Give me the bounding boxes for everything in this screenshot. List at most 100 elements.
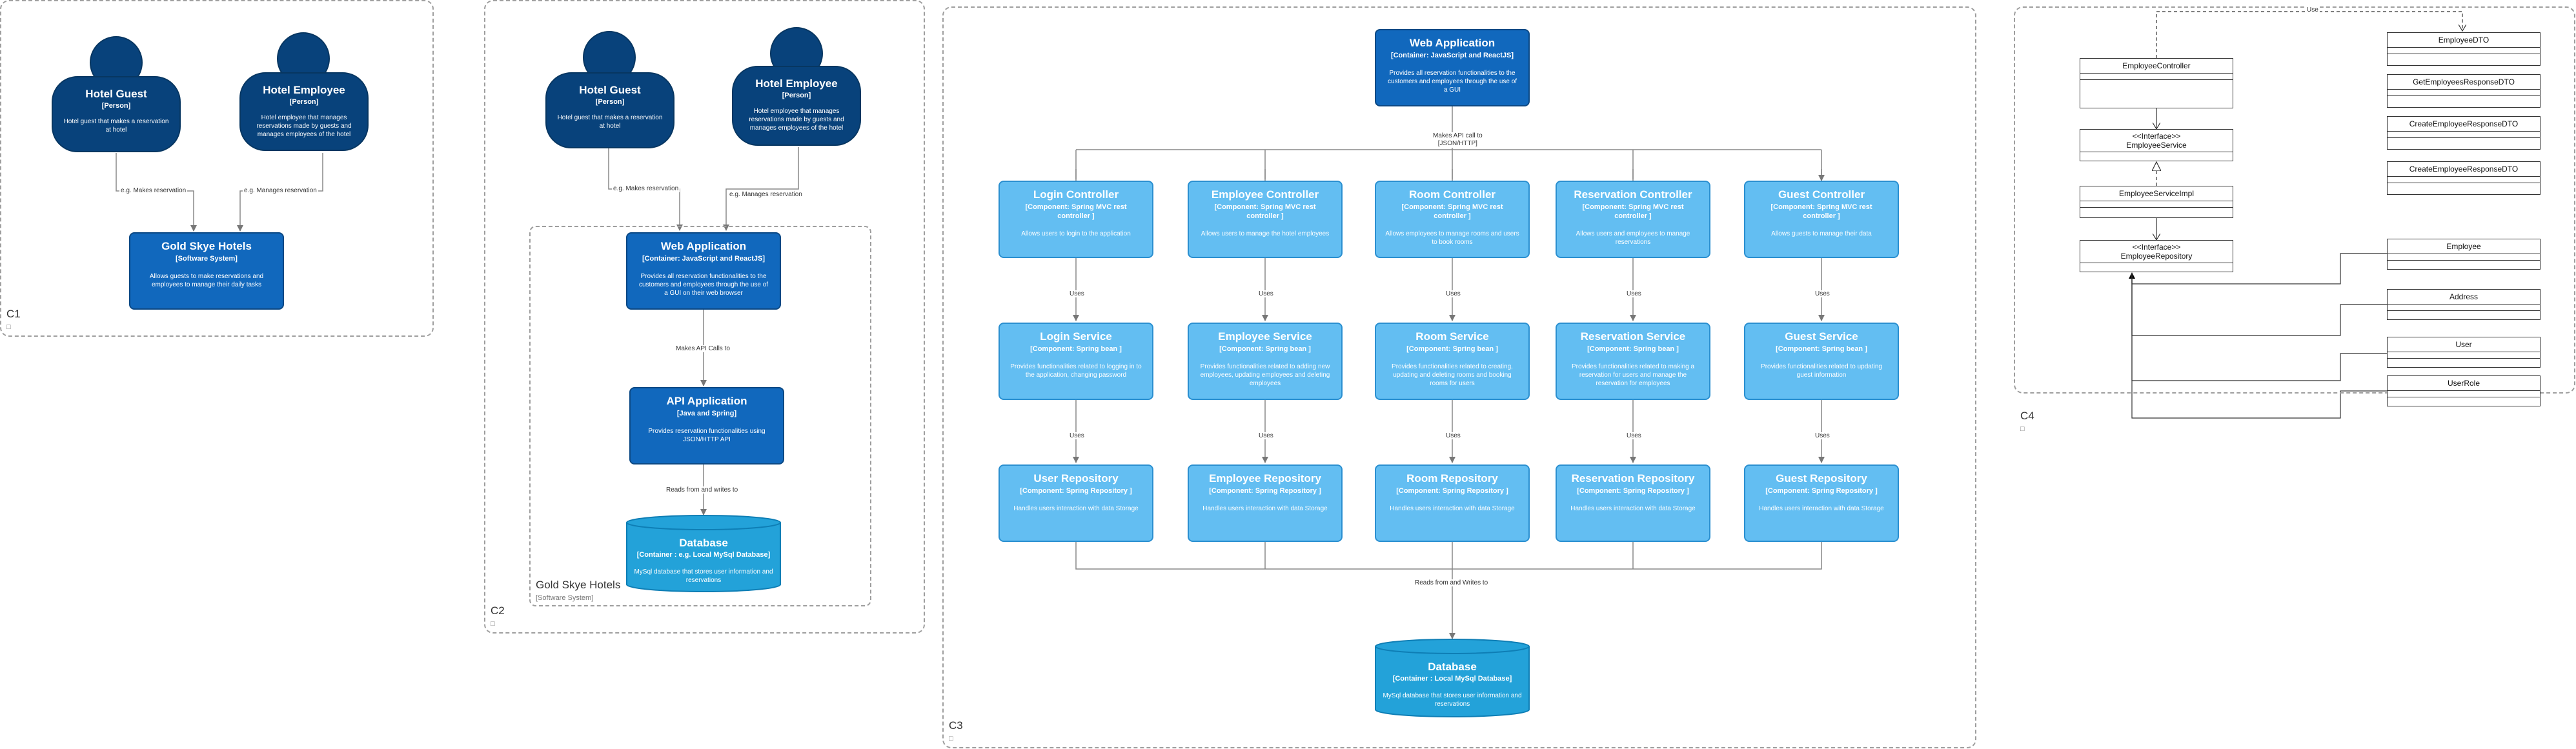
c3-db-desc: MySql database that stores user informat… [1383, 692, 1522, 708]
c3-repo-0[interactable]: User Repository[Component: Spring Reposi… [999, 464, 1153, 542]
c2-edge-web-api-label: Makes API Calls to [674, 345, 731, 352]
c4-dto-class[interactable]: GetEmployeesResponseDTO [2387, 74, 2541, 108]
c3-uses-label: Uses [1068, 290, 1086, 297]
c4-impl-name: EmployeeServiceImpl [2080, 186, 2233, 201]
c2-database-cylinder [626, 515, 781, 592]
c4-entity-class[interactable]: Address [2387, 289, 2541, 320]
c2-webapp-type: [Container: JavaScript and ReactJS] [642, 255, 766, 263]
c3-service-name: Guest Service [1785, 330, 1858, 343]
c4-employee-controller[interactable]: EmployeeController [2080, 58, 2233, 108]
c2-db-name: Database [679, 537, 728, 549]
c3-service-type: [Component: Spring bean ] [1406, 345, 1498, 353]
c2-edge-employee-label: e.g. Manages reservation [728, 191, 804, 198]
c1-guest-type: [Person] [101, 102, 131, 110]
c3-repo-desc: Handles users interaction with data Stor… [1202, 505, 1328, 512]
c2-inner-title: Gold Skye Hotels [536, 579, 621, 591]
c2-hotel-guest[interactable]: Hotel Guest [Person] Hotel guest that ma… [545, 72, 674, 148]
c3-controller-name: Room Controller [1408, 188, 1496, 201]
c4-repo-stereo: <<Interface>> [2132, 243, 2181, 252]
c3-service-desc: Provides functionalities related to maki… [1571, 363, 1695, 387]
c2-guest-type: [Person] [595, 98, 625, 106]
c4-dto-class[interactable]: EmployeeDTO [2387, 32, 2541, 66]
c3-controller-2[interactable]: Room Controller[Component: Spring MVC re… [1375, 181, 1530, 258]
c3-repo-type: [Component: Spring Repository ] [1396, 487, 1508, 495]
c4-entity-class[interactable]: UserRole [2387, 375, 2541, 406]
c4-dto-name: EmployeeDTO [2388, 33, 2540, 48]
c2-inner-boundary [529, 226, 871, 606]
c1-edge-employee-label: e.g. Manages reservation [243, 187, 318, 194]
c4-dto-name: GetEmployeesResponseDTO [2388, 75, 2540, 90]
c4-employee-service-impl[interactable]: EmployeeServiceImpl [2080, 186, 2233, 218]
c1-guest-desc: Hotel guest that makes a reservation at … [63, 118, 169, 134]
c3-uses-label: Uses [1625, 432, 1643, 439]
c2-web-application[interactable]: Web Application [Container: JavaScript a… [626, 232, 781, 310]
c2-db-type: [Container : e.g. Local MySql Database] [636, 551, 771, 559]
c3-service-desc: Provides functionalities related to logg… [1010, 363, 1142, 379]
c4-entity-class[interactable]: User [2387, 337, 2541, 368]
c3-db-name: Database [1428, 661, 1477, 673]
c3-uses-label: Uses [1445, 432, 1462, 439]
c1-edge-guest-label: e.g. Makes reservation [119, 187, 188, 194]
c2-inner-type: [Software System] [536, 594, 594, 602]
c4-repo-name: EmployeeRepository [2120, 252, 2193, 261]
c3-repo-2[interactable]: Room Repository[Component: Spring Reposi… [1375, 464, 1530, 542]
c3-webapp-type: [Container: JavaScript and ReactJS] [1390, 52, 1514, 59]
c3-service-desc: Provides functionalities related to addi… [1200, 363, 1330, 387]
c2-api-desc: Provides reservation functionalities usi… [648, 428, 766, 443]
c4-employee-repository[interactable]: <<Interface>> EmployeeRepository [2080, 240, 2233, 272]
c3-uses-label: Uses [1068, 432, 1086, 439]
c4-service-stereo: <<Interface>> [2132, 132, 2181, 141]
c2-database[interactable]: Database [Container : e.g. Local MySql D… [626, 515, 781, 592]
c3-controller-desc: Allows users to manage the hotel employe… [1201, 230, 1330, 237]
c3-service-4[interactable]: Guest Service [Component: Spring bean ] Pr… [1744, 323, 1899, 400]
c3-repo-type: [Component: Spring Repository ] [1577, 487, 1689, 495]
c3-repo-name: Employee Repository [1209, 472, 1321, 484]
c3-repo-name: Reservation Repository [1571, 472, 1695, 484]
c2-employee-type: [Person] [782, 92, 811, 99]
c3-controller-1[interactable]: Employee Controller [Component: Spring MV… [1188, 181, 1343, 258]
c3-service-name: Employee Service [1218, 330, 1312, 343]
c4-employee-service[interactable]: <<Interface>> EmployeeService [2080, 129, 2233, 161]
c4-dto-name: CreateEmployeeResponseDTO [2388, 117, 2540, 132]
c2-hotel-employee[interactable]: Hotel Employee [Person] Hotel employee t… [732, 66, 861, 146]
c4-dto-class[interactable]: CreateEmployeeResponseDTO [2387, 116, 2541, 150]
c3-controller-name: Guest Controller [1778, 188, 1865, 201]
c3-repo-3[interactable]: Reservation Repository [Component: Spring… [1556, 464, 1710, 542]
c3-boundary [942, 6, 1976, 748]
c4-entity-name: User [2388, 337, 2540, 352]
c3-repo-4[interactable]: Guest Repository[Component: Spring Repos… [1744, 464, 1899, 542]
c3-controller-0[interactable]: Login Controller[Component: Spring MVC r… [999, 181, 1153, 258]
c4-entity-name: UserRole [2388, 376, 2540, 391]
c3-controller-name: Employee Controller [1211, 188, 1319, 201]
c3-edge-api-label: Makes API call to [JSON/HTTP] [1432, 132, 1484, 148]
c3-controller-3[interactable]: Reservation Controller[Component: Spring… [1556, 181, 1710, 258]
c3-repo-1[interactable]: Employee Repository [Component: Spring Re… [1188, 464, 1343, 542]
c1-gold-skye-system[interactable]: Gold Skye Hotels [Software System] Allow… [129, 232, 284, 310]
c3-repo-desc: Handles users interaction with data Stor… [1013, 505, 1139, 512]
c3-service-desc: Provides functionalities related to upda… [1761, 363, 1882, 379]
c3-service-type: [Component: Spring bean ] [1776, 345, 1867, 353]
c3-controller-4[interactable]: Guest Controller[Component: Spring MVC r… [1744, 181, 1899, 258]
c3-service-type: [Component: Spring bean ] [1219, 345, 1311, 353]
c3-service-1[interactable]: Employee Service [Component: Spring bean … [1188, 323, 1343, 400]
c4-dto-name: CreateEmployeeResponseDTO [2388, 162, 2540, 177]
c2-label: C2□ [491, 604, 505, 628]
c1-hotel-guest[interactable]: Hotel Guest [Person] Hotel guest that ma… [52, 76, 181, 152]
c3-database[interactable]: Database [Container : Local MySql Databa… [1375, 639, 1530, 717]
c3-service-2[interactable]: Room Service[Component: Spring bean ]Pro… [1375, 323, 1530, 400]
c2-guest-desc: Hotel guest that makes a reservation at … [557, 114, 663, 130]
c2-api-application[interactable]: API Application [Java and Spring] Provid… [629, 387, 784, 464]
c3-service-0[interactable]: Login Service[Component: Spring bean ]Pr… [999, 323, 1153, 400]
c1-hotel-employee[interactable]: Hotel Employee [Person] Hotel employee t… [239, 72, 369, 151]
c1-employee-type: [Person] [289, 98, 319, 106]
c3-controller-desc: Allows users to login to the application [1021, 230, 1131, 237]
c3-repo-type: [Component: Spring Repository ] [1209, 487, 1321, 495]
c4-dto-class[interactable]: CreateEmployeeResponseDTO [2387, 161, 2541, 195]
c3-controller-type: [Component: Spring MVC rest controller ] [1214, 203, 1316, 220]
c3-service-3[interactable]: Reservation Service[Component: Spring be… [1556, 323, 1710, 400]
c3-repo-name: User Repository [1033, 472, 1119, 484]
c1-system-name: Gold Skye Hotels [161, 240, 252, 252]
c4-entity-class[interactable]: Employee [2387, 239, 2541, 270]
c3-web-application[interactable]: Web Application [Container: JavaScript a… [1375, 29, 1530, 106]
c3-uses-label: Uses [1814, 290, 1831, 297]
